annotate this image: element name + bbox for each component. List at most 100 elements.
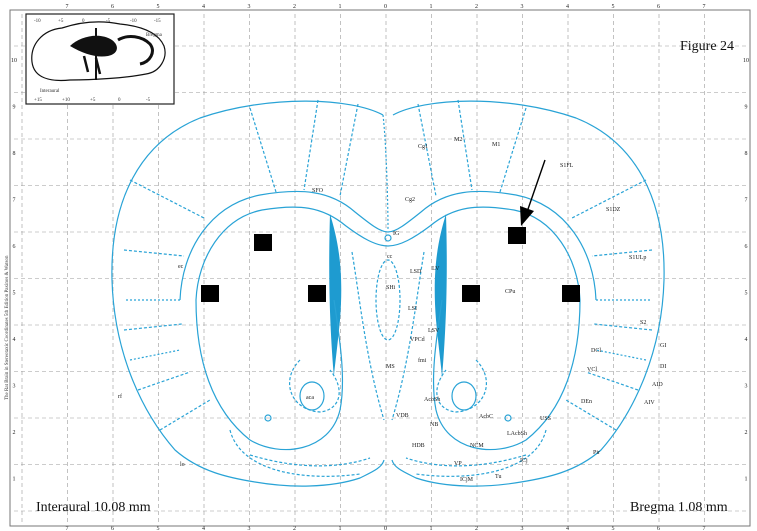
region-cg1: Cg1 [418, 144, 428, 150]
bottom-tick-labels: 765432101234567 [66, 526, 706, 531]
top-ticks-8: 1 [430, 4, 433, 10]
figure-label: Figure 24 [680, 39, 734, 54]
right-ticks-3: 7 [745, 198, 748, 204]
top-ticks-7: 0 [384, 4, 387, 10]
region-tu: Tu [495, 474, 501, 480]
right-ticks-9: 1 [745, 477, 748, 483]
region-lsd: LSD [410, 269, 422, 275]
region-s1ulp: S1ULp [629, 255, 646, 261]
top-ticks-12: 5 [612, 4, 615, 10]
region-icjm: ICjM [460, 477, 474, 483]
inset-interaural-label: Interaural [40, 89, 60, 94]
region-shi: SHi [386, 285, 396, 291]
region-vpcd: VPCd [410, 337, 425, 343]
inset-top-tick-4: -10 [130, 19, 137, 24]
bottom-ticks-2: 5 [157, 526, 160, 531]
region-lsi: LSI [408, 306, 417, 312]
marker-4 [462, 285, 480, 302]
top-ticks-3: 4 [202, 4, 205, 10]
inset-bregma-label: Bregma [146, 33, 163, 38]
marker-1 [254, 234, 272, 251]
region-lv: LV [432, 266, 440, 272]
region-vp: VP [454, 461, 462, 467]
bottom-ticks-8: 1 [430, 526, 433, 531]
marker-3 [308, 285, 326, 302]
brain-section [112, 100, 664, 486]
region-rf: rf [118, 393, 122, 400]
right-ticks-7: 3 [745, 384, 748, 390]
region-nb: NB [430, 422, 438, 428]
region-pir: Pir [593, 450, 600, 456]
region-m2: M2 [454, 137, 462, 143]
region-s1fl: S1FL [560, 163, 574, 169]
top-ticks-11: 4 [566, 4, 569, 10]
right-hemisphere-outline [392, 101, 664, 486]
right-ticks-1: 9 [745, 105, 748, 111]
region-den: DEn [581, 399, 592, 405]
left-ticks-1: 9 [13, 105, 16, 111]
inset-bottom-tick-4: -5 [146, 98, 151, 103]
region-aiv: AIV [644, 400, 655, 406]
right-ticks-5: 5 [745, 291, 748, 297]
top-ticks-0: 7 [66, 4, 69, 10]
region-cc: cc [387, 254, 393, 260]
bottom-ticks-5: 2 [293, 526, 296, 531]
side-credit: The Rat Brain in Stereotaxic Coordinates… [5, 255, 10, 400]
left-ticks-2: 8 [13, 151, 16, 157]
region-ig: IG [393, 231, 400, 237]
left-tick-labels: 10987654321 [11, 58, 17, 483]
bottom-ticks-12: 5 [612, 526, 615, 531]
region-cg2: Cg2 [405, 197, 415, 203]
marker-5 [562, 285, 580, 302]
interaural-label: Interaural 10.08 mm [36, 500, 151, 515]
region-aid: AID [652, 382, 663, 388]
region-hdb: HDB [412, 443, 425, 449]
inset-bottom-tick-0: +15 [34, 98, 42, 103]
region-acbc: AcbC [479, 414, 493, 420]
region-vdb: VDB [396, 413, 409, 419]
right-lateral-ventricle [435, 214, 447, 378]
bottom-ticks-4: 3 [248, 526, 251, 531]
bottom-ticks-10: 3 [521, 526, 524, 531]
top-ticks-9: 2 [475, 4, 478, 10]
region-gi: GI [660, 343, 666, 349]
left-ticks-7: 3 [13, 384, 16, 390]
right-ticks-2: 8 [745, 151, 748, 157]
left-ticks-9: 1 [13, 477, 16, 483]
top-ticks-5: 2 [293, 4, 296, 10]
top-ticks-6: 1 [339, 4, 342, 10]
bottom-ticks-14: 7 [703, 526, 706, 531]
region-ncm: NCM [470, 443, 484, 449]
region-sfo: SFO [312, 188, 324, 194]
bottom-ticks-13: 6 [657, 526, 660, 531]
right-ticks-8: 2 [745, 430, 748, 436]
left-lateral-ventricle [329, 214, 341, 378]
bregma-label: Bregma 1.08 mm [630, 500, 728, 515]
region-fmi: fmi [418, 357, 427, 364]
top-ticks-2: 5 [157, 4, 160, 10]
inset-top-tick-1: +5 [58, 19, 64, 24]
left-ticks-3: 7 [13, 198, 16, 204]
inset-top-tick-3: -5 [106, 19, 111, 24]
left-ticks-6: 4 [13, 337, 16, 343]
bottom-ticks-9: 2 [475, 526, 478, 531]
region-dcl: DCl [591, 348, 601, 354]
bottom-ticks-0: 7 [66, 526, 69, 531]
left-ticks-5: 5 [13, 291, 16, 297]
right-ticks-0: 10 [743, 58, 749, 64]
right-ticks-4: 6 [745, 244, 748, 250]
bottom-ticks-6: 1 [339, 526, 342, 531]
marker-2 [201, 285, 219, 302]
region-lsv: LSV [428, 328, 440, 334]
top-ticks-1: 6 [111, 4, 114, 10]
region-acbsh: AcbSh [424, 397, 440, 403]
region-icj: ICj [520, 458, 528, 464]
region-s2: S2 [640, 320, 646, 326]
region-lo: lo [180, 462, 185, 468]
region-vcl: VCl [587, 367, 597, 373]
top-ticks-10: 3 [521, 4, 524, 10]
region-ec: ec [178, 264, 184, 270]
